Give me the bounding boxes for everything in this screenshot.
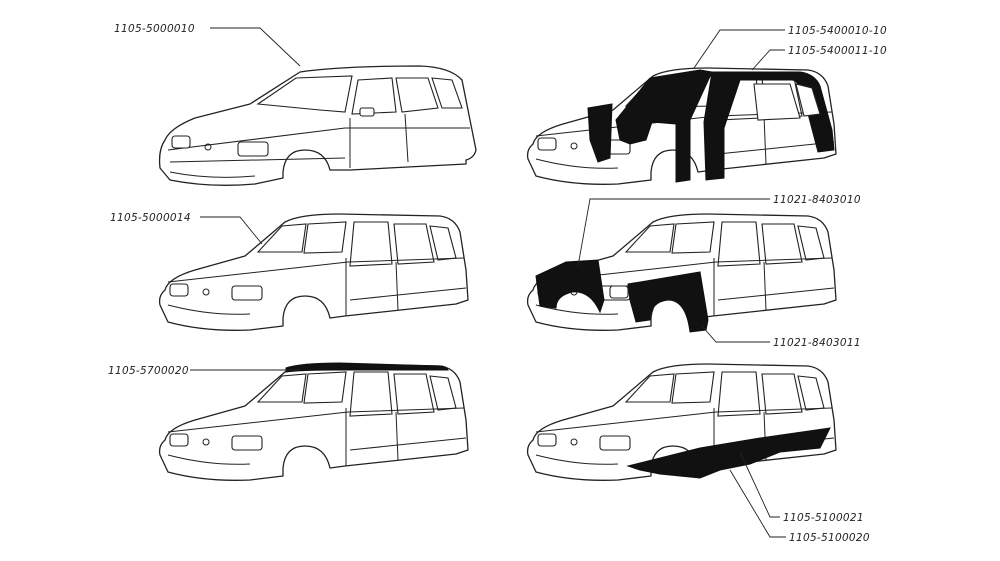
label-car4b: 11021-8403011 (773, 337, 861, 349)
floor-fill (626, 427, 831, 479)
leader-car4 (577, 198, 770, 343)
label-car2b: 1105-5400011-10 (788, 45, 887, 57)
car-wagon-roof (158, 363, 469, 481)
roof-fill (285, 362, 449, 373)
label-car6a: 1105-5100021 (783, 512, 864, 524)
car-hatchback-complete (158, 65, 477, 186)
label-car6b: 1105-5100020 (789, 532, 870, 544)
label-car5: 1105-5700020 (108, 365, 189, 377)
label-car4a: 11021-8403010 (773, 194, 861, 206)
label-car2a: 1105-5400010-10 (788, 25, 887, 37)
label-car1: 1105-5000010 (114, 23, 195, 35)
leader-car2 (693, 29, 785, 71)
leader-car1 (210, 27, 301, 67)
label-car3: 1105-5000014 (110, 212, 191, 224)
door-frames-fill (587, 69, 835, 183)
leader-car3 (200, 216, 263, 245)
fenders-fill (535, 259, 709, 333)
car-wagon-body (158, 213, 469, 331)
leader-car6 (729, 451, 786, 538)
